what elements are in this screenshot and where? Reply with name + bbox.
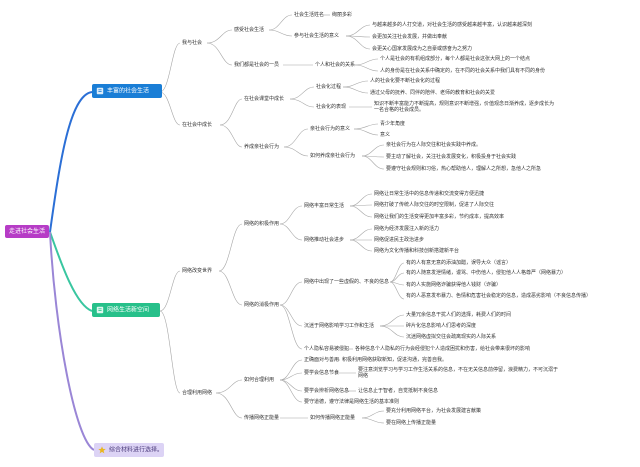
branch-line-1 [49, 91, 93, 233]
node-b1-l3-d[interactable]: 养成亲社会行为 [244, 144, 280, 150]
node-b1-l3-b[interactable]: 我们都是社会的一员 [234, 62, 280, 68]
node-b2-l5-e[interactable]: 网络促进民主政治进步 [374, 237, 425, 243]
node-b1-l5-i[interactable]: 知识不断丰富能力不断提高，规则意识不断增强，价值观念日渐养成，逐步成长为一名合格… [374, 101, 555, 113]
node-b1-l5-j[interactable]: 青少年角度 [380, 121, 406, 127]
node-b1-l5-b[interactable]: 与越来越多的人打交道，对社会生活的感受越来越丰富，认识越来越深刻 [372, 22, 533, 28]
node-b1-l5-m[interactable]: 要主动了解社会，关注社会发展变化，积极投身于社会实践 [386, 154, 517, 160]
root-node[interactable]: 走进社会生活 [5, 225, 50, 238]
branch-node-2[interactable]: 网络生活新空间 [92, 303, 160, 317]
node-b2-l5-d[interactable]: 网络为经济发展注入新的活力 [374, 226, 440, 232]
node-b2-l4-g[interactable]: 要学会信息节食 [304, 370, 340, 376]
node-b2-l5-j[interactable]: 有的人恶意发布暴力、色情和危害社会稳定的信息，造成恶劣影响（不良信息传播） [406, 293, 592, 299]
node-b1-l5-f[interactable]: 人的身份是在社会关系中确定的，在不同的社会关系中我们具有不同的身份 [380, 68, 546, 74]
node-b2-l4-f[interactable]: 正确面对与善用 [304, 357, 340, 363]
branch-label-3: 综合材料进行选择。 [109, 446, 164, 454]
node-b1-l3-c[interactable]: 在社会课堂中成长 [244, 96, 285, 102]
node-b2-l5-a[interactable]: 网络让日常生活中的信息传递和交流变得方便迅捷 [374, 191, 485, 197]
node-b1-l5-e[interactable]: 个人是社会的有机组成部分，每个人都是社会这张大网上的一个结点 [380, 56, 531, 62]
node-b1-l5-l[interactable]: 亲社会行为在人际交往和社会实践中养成。 [386, 142, 482, 148]
node-b2-l5-o[interactable]: 积极利用网络获取新知，促进沟通，完善自我。 [342, 357, 448, 363]
node-b2-l5-r[interactable]: 要守道德，遵守法律是网络生活的基本准则 [304, 399, 400, 405]
node-b1-l2-b[interactable]: 在社会中成长 [182, 122, 213, 128]
node-b2-l5-n[interactable]: 各种信息个人隐私的行为会经侵犯个人造成困扰和伤害，给社会带来很坏的影响 [355, 346, 531, 352]
node-b2-l4-b[interactable]: 网络推动社会进步 [304, 237, 345, 243]
node-b1-l4-b[interactable]: 参与社会生活的意义 [294, 33, 340, 39]
book-icon [96, 87, 104, 95]
node-b2-l3-a[interactable]: 网络的积极作用 [244, 221, 280, 227]
branch-node-1[interactable]: 丰富的社会生活 [92, 84, 162, 98]
node-b2-l5-m[interactable]: 沉迷网络虚拟交往会疏离现实的人际关系 [406, 334, 497, 340]
node-b2-l5-i[interactable]: 有的人实施网络诈骗获得他人钱财（诈骗） [406, 282, 502, 288]
node-b1-l4-f[interactable]: 亲社会行为的意义 [310, 126, 351, 132]
node-b2-l2-b[interactable]: 合理利用网络 [182, 390, 213, 396]
node-b2-l5-p[interactable]: 要注意浏览学习与学习工作生活关系的信息，不在无关信息前停留，浪费精力，不可沉溺于… [358, 367, 559, 379]
node-b2-l4-c[interactable]: 网络中出现了一些虚假的、不良的信息 [304, 279, 390, 285]
node-b1-l5-a[interactable]: 绚丽多彩 [332, 12, 353, 18]
node-b1-l5-d[interactable]: 会更关心国家发展成为之自豪或感奋为之努力 [372, 46, 473, 52]
branch-line-2 [49, 231, 93, 312]
node-b2-l5-k[interactable]: 大量冗余信息干扰人们的选择，耗费人们的时间 [406, 312, 512, 318]
node-b1-l4-a[interactable]: 社会生活姓名 [294, 12, 325, 18]
node-b1-l2-a[interactable]: 我与社会 [182, 40, 203, 46]
node-b2-l4-d[interactable]: 沉迷于网络影响学习工作和生活 [304, 323, 375, 329]
node-b2-l4-h[interactable]: 要学会辨析网络信息 [304, 388, 350, 394]
node-b2-l4-i[interactable]: 如何传播网络正能量 [310, 415, 356, 421]
node-b2-l5-s[interactable]: 要充分利用网络平台，为社会发展建言献策 [386, 408, 482, 414]
node-b2-l5-q[interactable]: 让信息止于智者，自觉抵制不良信息 [358, 388, 439, 394]
book-icon [96, 306, 104, 314]
branch-label-1: 丰富的社会生活 [107, 87, 150, 95]
node-b1-l5-c[interactable]: 会更加关注社会发展，并做出奉献 [372, 34, 448, 40]
node-b1-l5-k[interactable]: 意义 [380, 132, 391, 138]
node-b1-l4-d[interactable]: 社会化过程 [316, 84, 342, 90]
node-b2-l2-a[interactable]: 网络改变世界 [182, 268, 213, 274]
star-icon [98, 446, 106, 454]
node-b1-l5-g[interactable]: 人的社会化要不断社会化的过程 [370, 78, 441, 84]
node-b2-l3-d[interactable]: 传播网络正能量 [244, 415, 280, 421]
node-b2-l5-c[interactable]: 网络让我们的生活变得更加丰富多彩，节约成本，提高效率 [374, 214, 505, 220]
node-b1-l4-g[interactable]: 如何养成亲社会行为 [310, 153, 356, 159]
node-b1-l4-c[interactable]: 个人和社会的关系 [315, 62, 356, 68]
node-b2-l4-a[interactable]: 网络丰富日常生活 [304, 203, 345, 209]
branch-node-3[interactable]: 综合材料进行选择。 [94, 443, 164, 457]
node-b2-l3-c[interactable]: 如何合理利用 [244, 377, 275, 383]
branch-label-2: 网络生活新空间 [107, 306, 150, 314]
node-b2-l5-l[interactable]: 碎片化信息影响人们思考的深度 [406, 323, 477, 329]
node-b2-l3-b[interactable]: 网络的消极作用 [244, 302, 280, 308]
node-b2-l4-e[interactable]: 个人隐私容易被侵犯 [304, 346, 350, 352]
node-b2-l5-h[interactable]: 有的人随意发泄情绪，谩骂、中伤他人，侵犯他人人格尊严（网络暴力） [406, 270, 567, 276]
node-b2-l5-b[interactable]: 网络打破了传统人际交往的时空限制，促进了人际交往 [374, 202, 495, 208]
node-b1-l4-e[interactable]: 社会化的表现 [316, 104, 347, 110]
node-b2-l5-t[interactable]: 要在网络上传播正能量 [386, 420, 437, 426]
branch-line-3 [49, 231, 95, 451]
node-b1-l5-h[interactable]: 通过父母的抚养、同伴的陪伴、老师的教育和社会的关爱 [370, 90, 496, 96]
node-b2-l5-g[interactable]: 有的人有意无意的添油加醋，误导大众（谣言） [406, 260, 512, 266]
node-b1-l5-n[interactable]: 要遵守社会规则和习俗，热心帮助他人，理解人之所想，急他人之所急 [386, 166, 542, 172]
node-b1-l3-a[interactable]: 感受社会生活 [234, 27, 265, 33]
node-b2-l5-f[interactable]: 网络为文化传播和科技创新搭建新平台 [374, 248, 460, 254]
